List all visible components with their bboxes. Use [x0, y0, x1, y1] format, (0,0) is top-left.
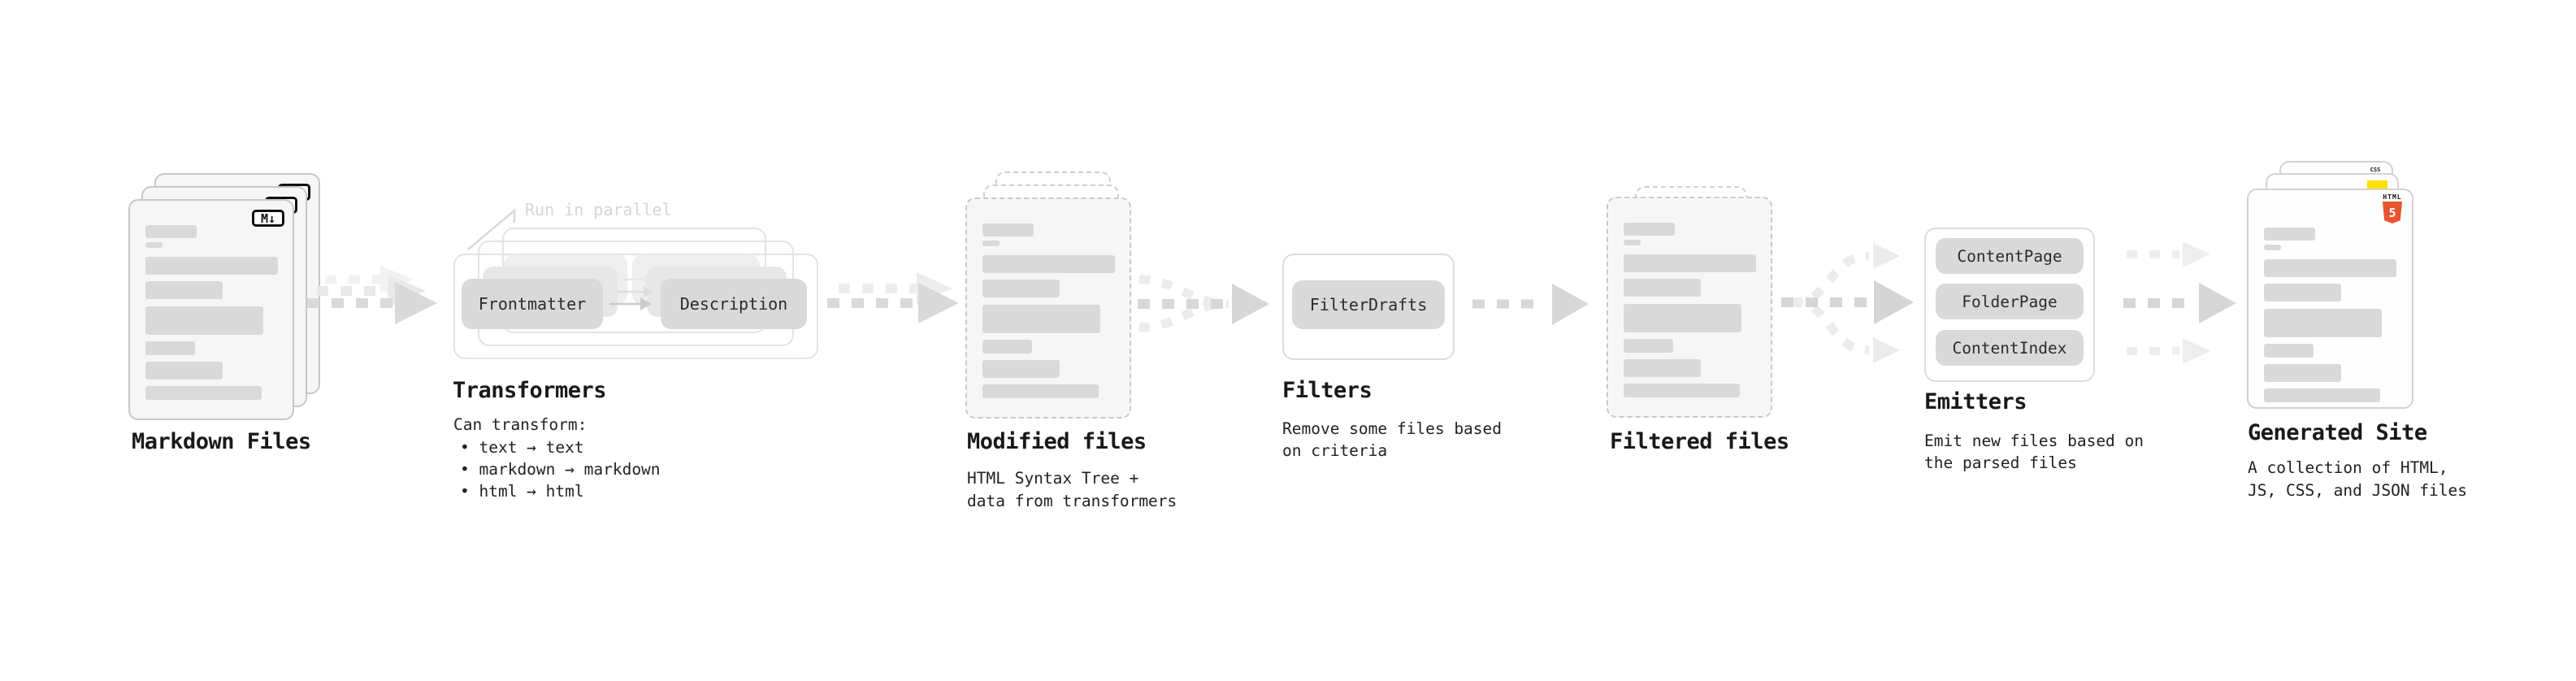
transformers-title: Transformers — [453, 378, 607, 403]
html5-icon: HTML 5 — [2382, 193, 2403, 223]
skeleton-line — [2264, 344, 2314, 358]
skeleton-line — [1624, 254, 1756, 272]
skeleton-line — [2264, 228, 2315, 241]
generated-site-label: Generated Site — [2248, 420, 2427, 445]
folder-page-pill: FolderPage — [1936, 284, 2084, 319]
emitters-title: Emitters — [1924, 389, 2027, 414]
skeleton-line — [2264, 388, 2380, 402]
skeleton-line — [2264, 245, 2281, 250]
content-page-pill: ContentPage — [1936, 238, 2084, 274]
skeleton-line — [2264, 364, 2341, 382]
skeleton-line — [982, 360, 1060, 378]
skeleton-line — [1624, 240, 1641, 245]
skeleton-line — [145, 341, 195, 355]
skeleton-line — [2264, 284, 2341, 301]
skeleton-line — [982, 241, 1000, 246]
emitters-caption: the parsed files — [1924, 453, 2077, 472]
modified-files-caption: HTML Syntax Tree + — [967, 469, 1139, 488]
markdown-file-card-front: M↓ — [128, 199, 294, 420]
run-in-parallel-note: Run in parallel — [525, 200, 672, 219]
skeleton-line — [1624, 279, 1701, 297]
skeleton-line — [1624, 359, 1701, 377]
transformers-bullet: • text → text — [460, 438, 584, 457]
arrow-modified-to-filters — [1138, 275, 1269, 332]
skeleton-line — [982, 305, 1100, 333]
skeleton-line — [982, 340, 1032, 354]
skeleton-line — [145, 225, 197, 238]
skeleton-line — [145, 281, 223, 299]
skeleton-line — [1624, 304, 1741, 332]
filters-caption: Remove some files based — [1282, 419, 1503, 438]
javascript-icon — [2367, 180, 2387, 190]
arrow-emitters-to-generated — [2123, 241, 2236, 364]
filter-drafts-pill: FilterDrafts — [1292, 280, 1445, 329]
filtered-file-card-front — [1607, 197, 1772, 418]
arrow-transformers-to-modified — [827, 272, 959, 323]
arrow-filters-to-filtered — [1472, 284, 1589, 325]
skeleton-line — [145, 362, 223, 380]
skeleton-line — [2264, 309, 2382, 337]
skeleton-line — [145, 386, 262, 400]
skeleton-line — [982, 223, 1034, 236]
filtered-files-label: Filtered files — [1610, 429, 1789, 454]
skeleton-line — [145, 242, 163, 248]
skeleton-line — [145, 257, 278, 275]
transformers-bullet: • markdown → markdown — [460, 460, 661, 479]
skeleton-line — [145, 306, 263, 335]
skeleton-line — [982, 255, 1115, 273]
emitters-caption: Emit new files based on — [1924, 432, 2144, 450]
generated-site-caption: JS, CSS, and JSON files — [2248, 481, 2468, 500]
filters-caption: on criteria — [1282, 441, 1388, 460]
skeleton-line — [1624, 384, 1740, 397]
skeleton-line — [1624, 339, 1673, 353]
arrow-markdown-to-transformers — [307, 266, 437, 324]
modified-files-caption: data from transformers — [967, 492, 1177, 510]
markdown-icon: M↓ — [252, 210, 284, 227]
description-pill: Description — [661, 279, 807, 329]
transformers-bullet: • html → html — [460, 482, 584, 501]
arrow-filtered-to-emitters — [1781, 243, 1914, 363]
markdown-files-label: Markdown Files — [132, 429, 311, 454]
skeleton-line — [982, 384, 1099, 398]
generated-site-caption: A collection of HTML, — [2248, 458, 2448, 477]
transformer-layer-front — [453, 254, 818, 359]
skeleton-line — [2264, 259, 2396, 277]
filters-title: Filters — [1282, 378, 1373, 403]
modified-files-label: Modified files — [967, 429, 1147, 454]
frontmatter-pill: Frontmatter — [462, 279, 603, 329]
skeleton-line — [1624, 223, 1675, 236]
skeleton-line — [982, 280, 1060, 297]
transformers-caption: Can transform: — [453, 415, 588, 434]
generated-site-card-html: HTML 5 — [2247, 189, 2413, 409]
content-index-pill: ContentIndex — [1936, 330, 2084, 366]
modified-file-card-front — [965, 197, 1131, 419]
